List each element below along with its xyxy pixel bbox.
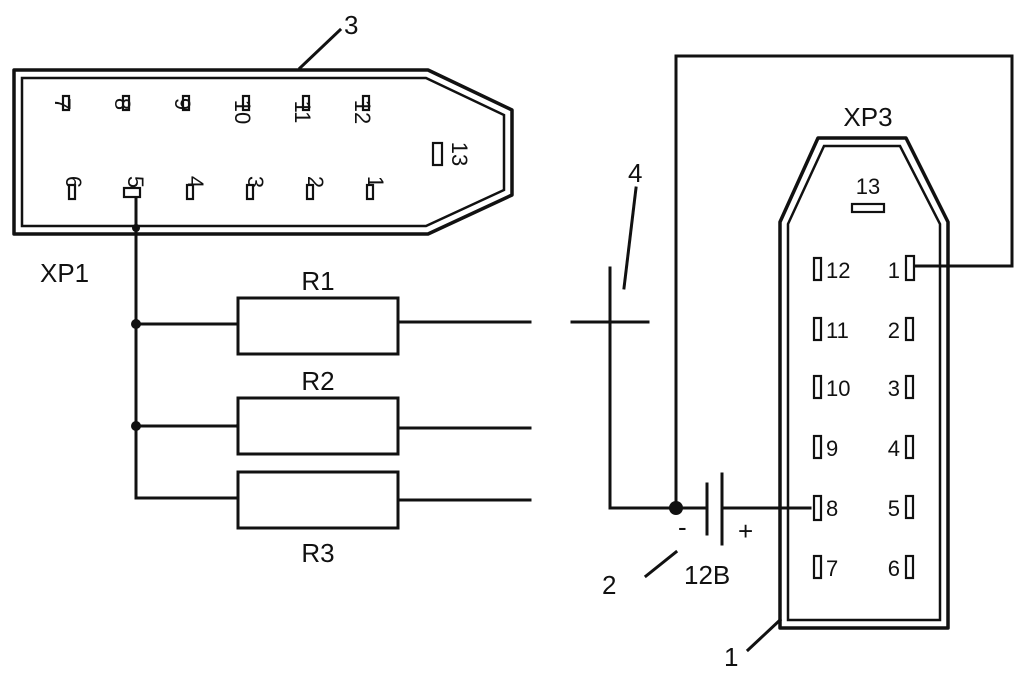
xp3-right-pin-5: 5 <box>888 494 915 521</box>
xp3-left-pin-7: 7 <box>812 554 838 581</box>
callout-2: 2 <box>602 570 616 600</box>
xp3-left-pin-9: 9 <box>812 434 838 461</box>
xp1-bottom-pin-6: 6 <box>61 176 86 201</box>
xp3-pin-label: 2 <box>888 318 900 343</box>
xp1-bottom-pin-5: 5 <box>122 176 148 199</box>
xp3-pin-label: 13 <box>856 174 880 199</box>
xp1-pin-label: 8 <box>110 98 135 110</box>
callout-1-leader <box>745 617 783 653</box>
xp3-label: XP3 <box>843 102 892 132</box>
xp3-inner-outline <box>786 144 942 622</box>
xp3-pin-label: 12 <box>826 258 850 283</box>
xp3-pin-label: 4 <box>888 436 900 461</box>
xp3-pin-label: 1 <box>888 258 900 283</box>
battery-voltage: 12B <box>684 560 730 590</box>
r2-label: R2 <box>301 366 334 396</box>
r1-label: R1 <box>301 266 334 296</box>
battery-minus-sign: - <box>678 512 687 542</box>
xp1-top-pin-8: 8 <box>110 94 135 112</box>
resistor-r2 <box>236 396 400 456</box>
xp3-connector: XP3 13 12 11 10 9 8 7 <box>778 102 950 630</box>
xp1-side-pin-13: 13 <box>431 142 472 166</box>
xp1-label: XP1 <box>40 258 89 288</box>
xp3-pin-13: 13 <box>850 174 886 214</box>
resistor-r3 <box>236 470 400 530</box>
xp1-pin-label: 9 <box>170 98 195 110</box>
xp1-pin-label: 11 <box>290 101 315 124</box>
xp3-right-pin-3: 3 <box>888 374 915 401</box>
battery: - + 12B 2 <box>602 54 1014 600</box>
xp3-right-pin-4: 4 <box>888 434 915 461</box>
resistor-r1 <box>236 296 400 356</box>
callout-1: 1 <box>724 642 738 672</box>
xp1-bottom-pin-3: 3 <box>243 176 268 201</box>
xp1-pin-label: 7 <box>50 98 75 110</box>
xp3-pin-label: 7 <box>826 556 838 581</box>
callout-3-leader <box>297 27 343 71</box>
xp3-left-pin-8: 8 <box>812 494 838 522</box>
xp3-pin-label: 9 <box>826 436 838 461</box>
xp1-top-pin-7: 7 <box>50 94 75 112</box>
xp3-left-pin-12: 12 <box>812 256 850 283</box>
xp1-top-pin-10: 10 <box>230 94 255 124</box>
xp3-right-pin-1: 1 <box>888 254 916 283</box>
xp3-right-pin-6: 6 <box>888 554 915 581</box>
xp3-left-pin-11: 11 <box>812 316 849 343</box>
xp3-pin-label: 6 <box>888 556 900 581</box>
xp1-connector: 7 8 9 10 11 12 6 5 <box>12 68 514 236</box>
test-probe: 4 <box>570 158 678 510</box>
xp1-bottom-pin-1: 1 <box>363 176 388 201</box>
xp3-pin-label: 3 <box>888 376 900 401</box>
xp3-pin-label: 10 <box>826 376 850 401</box>
xp1-bottom-pin-2: 2 <box>303 176 328 201</box>
xp1-top-pin-12: 12 <box>350 94 375 124</box>
xp3-pin-label: 5 <box>888 496 900 521</box>
callout-4: 4 <box>628 158 642 188</box>
xp1-pin-label: 10 <box>230 100 255 124</box>
callout-3: 3 <box>344 10 358 40</box>
resistor-network: R1 R2 R3 <box>131 197 532 568</box>
battery-plus-sign: + <box>738 516 753 546</box>
xp1-pin-label: 12 <box>350 100 375 124</box>
xp1-top-pin-11: 11 <box>290 94 315 124</box>
junction-dot <box>132 224 140 232</box>
xp3-pin-label: 11 <box>826 318 849 343</box>
xp3-outer-outline <box>778 136 950 630</box>
xp1-pin-label: 6 <box>61 176 86 188</box>
xp1-outer-outline <box>12 68 514 236</box>
callout-2-leader <box>643 549 679 579</box>
xp1-pin-label: 13 <box>447 142 472 166</box>
xp3-left-pin-10: 10 <box>812 374 850 401</box>
xp1-bottom-pin-4: 4 <box>183 176 208 201</box>
xp1-top-pin-9: 9 <box>170 94 195 112</box>
xp1-pin-label: 5 <box>123 176 148 188</box>
xp1-inner-outline <box>20 76 506 228</box>
xp3-right-pin-2: 2 <box>888 316 915 343</box>
r3-label: R3 <box>301 538 334 568</box>
callout-4-leader <box>622 186 638 290</box>
xp3-pin-label: 8 <box>826 496 838 521</box>
